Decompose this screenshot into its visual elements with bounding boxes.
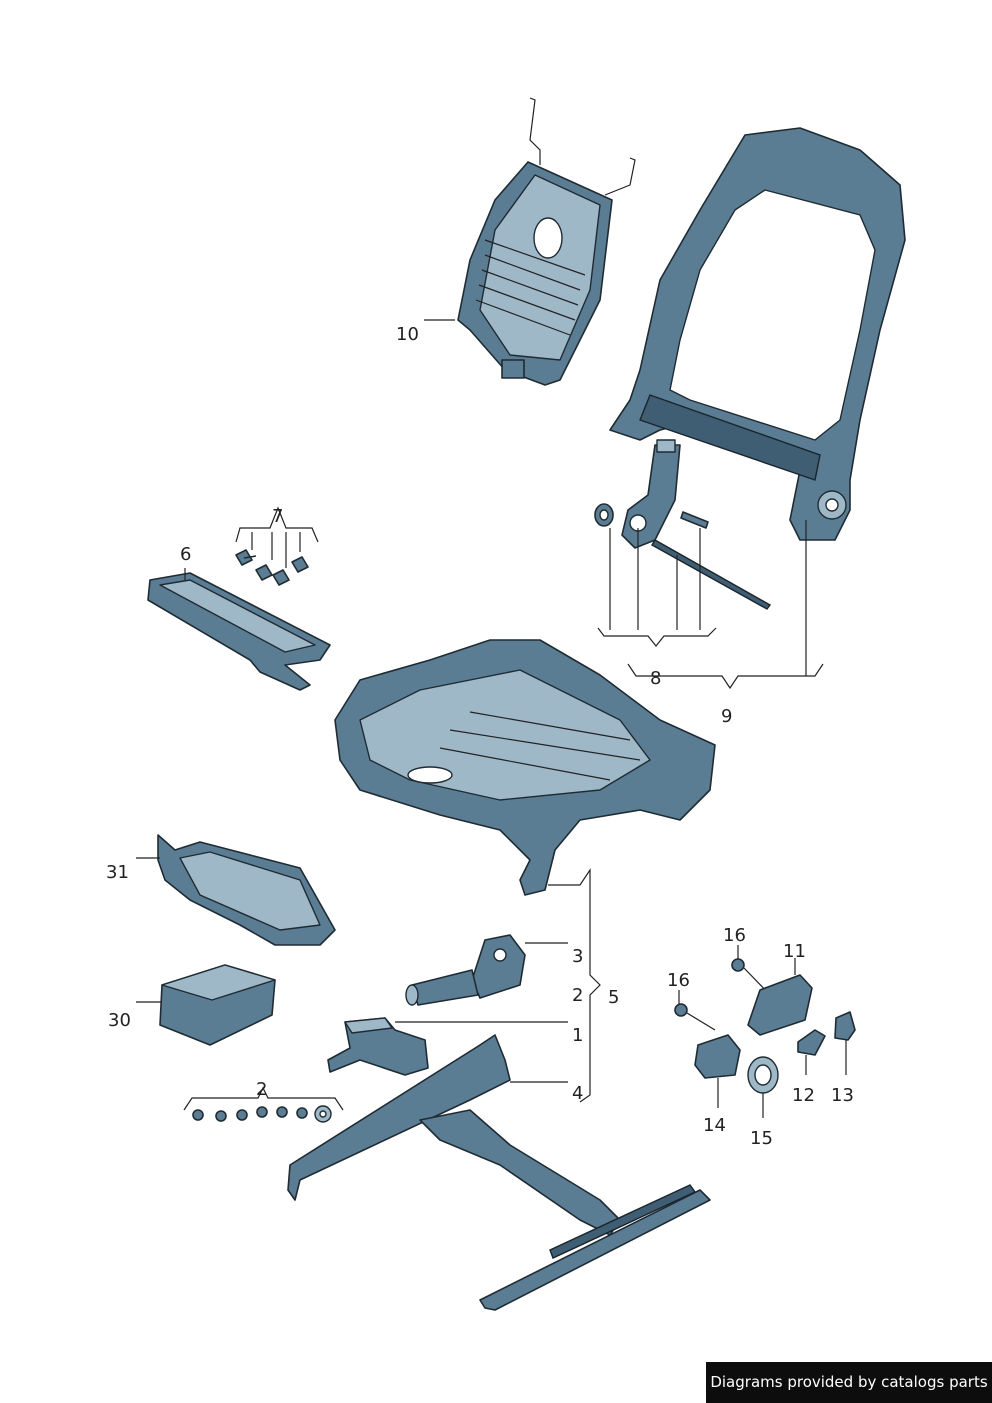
callout-16-lower: 16 bbox=[667, 970, 690, 991]
callout-13: 13 bbox=[831, 1085, 854, 1106]
recliner-motor-part bbox=[594, 439, 772, 610]
seat-pan-frame-part bbox=[334, 639, 716, 896]
lumbar-support-part bbox=[457, 97, 636, 386]
callout-16-upper: 16 bbox=[723, 925, 746, 946]
backrest-frame-part bbox=[609, 127, 906, 541]
callout-2-screws: 2 bbox=[256, 1079, 267, 1100]
screws-set-7 bbox=[235, 549, 309, 586]
callout-2-motor: 2 bbox=[572, 985, 583, 1006]
callout-31: 31 bbox=[106, 862, 129, 883]
switch-assembly-parts bbox=[674, 958, 856, 1094]
callout-8: 8 bbox=[650, 668, 661, 689]
callout-9: 9 bbox=[721, 706, 732, 727]
fore-aft-motor-part bbox=[327, 1017, 429, 1076]
leader-lines bbox=[136, 319, 847, 1118]
control-module-part bbox=[159, 964, 276, 1046]
callout-15: 15 bbox=[750, 1128, 773, 1149]
callout-labels: 10 7 6 8 9 31 3 2 5 1 4 30 2 16 11 16 12… bbox=[106, 324, 854, 1149]
callout-12: 12 bbox=[792, 1085, 815, 1106]
callout-7: 7 bbox=[272, 506, 283, 527]
callout-4: 4 bbox=[572, 1083, 583, 1104]
callout-3: 3 bbox=[572, 946, 583, 967]
callout-6: 6 bbox=[180, 544, 191, 565]
rail-cover-part bbox=[147, 572, 331, 691]
screws-set-2 bbox=[192, 1105, 332, 1123]
callout-5: 5 bbox=[608, 987, 619, 1008]
control-unit-bracket-part bbox=[157, 834, 336, 946]
callout-10: 10 bbox=[396, 324, 419, 345]
callout-11: 11 bbox=[783, 941, 806, 962]
callout-14: 14 bbox=[703, 1115, 726, 1136]
callout-1: 1 bbox=[572, 1025, 583, 1046]
credit-banner: Diagrams provided by catalogs parts bbox=[706, 1362, 992, 1403]
callout-30: 30 bbox=[108, 1010, 131, 1031]
seat-rail-part bbox=[287, 1034, 711, 1311]
height-motor-part bbox=[405, 934, 526, 1006]
